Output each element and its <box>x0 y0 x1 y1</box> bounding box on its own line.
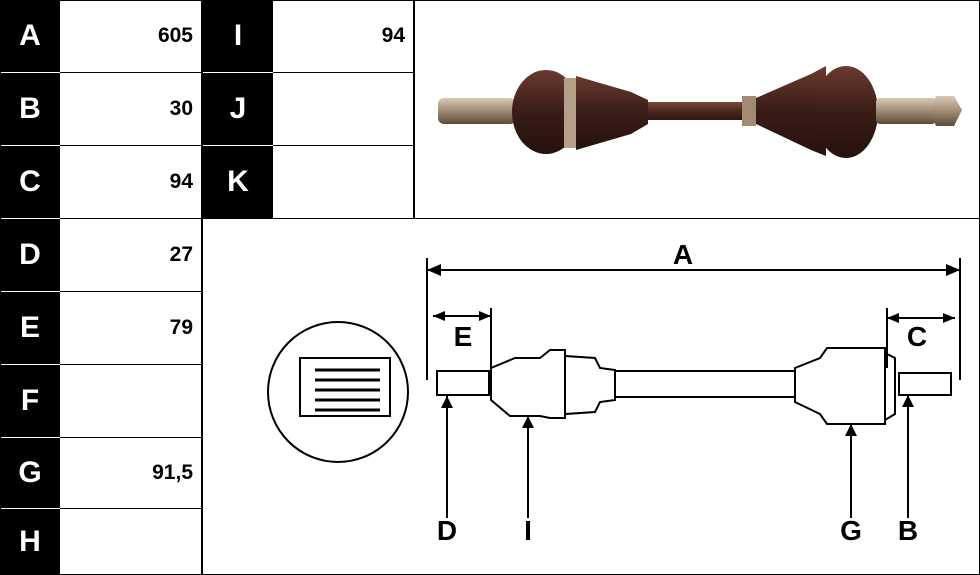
spline-detail-bubble <box>267 321 409 463</box>
dim-value-f <box>60 365 203 437</box>
leader-b: B <box>898 395 918 546</box>
label-e: E <box>454 321 473 352</box>
axle-nut <box>930 96 962 126</box>
shaft-outline <box>436 347 952 425</box>
label-c: C <box>907 321 927 352</box>
dim-label-c: C <box>0 146 60 218</box>
label-b: B <box>898 515 918 546</box>
leader-i: I <box>522 416 534 546</box>
dim-label-i: I <box>203 0 273 72</box>
dim-value-j <box>273 73 415 145</box>
dim-label-a: A <box>0 0 60 72</box>
label-g: G <box>840 515 862 546</box>
label-d: D <box>437 515 457 546</box>
left-cv-housing <box>512 70 580 154</box>
dim-label-g: G <box>0 438 60 508</box>
dim-value-k <box>273 146 415 218</box>
dim-label-j: J <box>203 73 273 145</box>
label-i: I <box>524 515 532 546</box>
dim-label-b: B <box>0 73 60 145</box>
dim-value-e: 79 <box>60 292 203 364</box>
right-boot <box>756 66 826 156</box>
dim-value-c: 94 <box>60 146 203 218</box>
right-cv-housing <box>814 66 878 158</box>
drive-shaft <box>648 102 754 120</box>
dim-value-a: 605 <box>60 0 203 72</box>
dim-value-h <box>60 509 203 575</box>
dim-value-i: 94 <box>273 0 415 72</box>
label-a: A <box>673 239 693 270</box>
left-boot <box>576 76 648 150</box>
dim-label-e: E <box>0 292 60 364</box>
dimension-a: A <box>426 239 961 380</box>
dim-label-f: F <box>0 365 60 437</box>
dim-label-h: H <box>0 509 60 575</box>
dim-label-k: K <box>203 146 273 218</box>
leader-g: G <box>840 424 862 546</box>
technical-diagram: A E C D I G B <box>267 239 961 546</box>
dim-label-d: D <box>0 219 60 291</box>
left-stub <box>438 98 516 124</box>
dim-value-b: 30 <box>60 73 203 145</box>
right-stub <box>876 98 936 124</box>
product-photo <box>438 66 962 158</box>
dimension-e: E <box>433 308 492 368</box>
dim-value-d: 27 <box>60 219 203 291</box>
dim-value-g: 91,5 <box>60 438 203 508</box>
dimension-c: C <box>886 308 955 368</box>
leader-d: D <box>437 396 457 546</box>
